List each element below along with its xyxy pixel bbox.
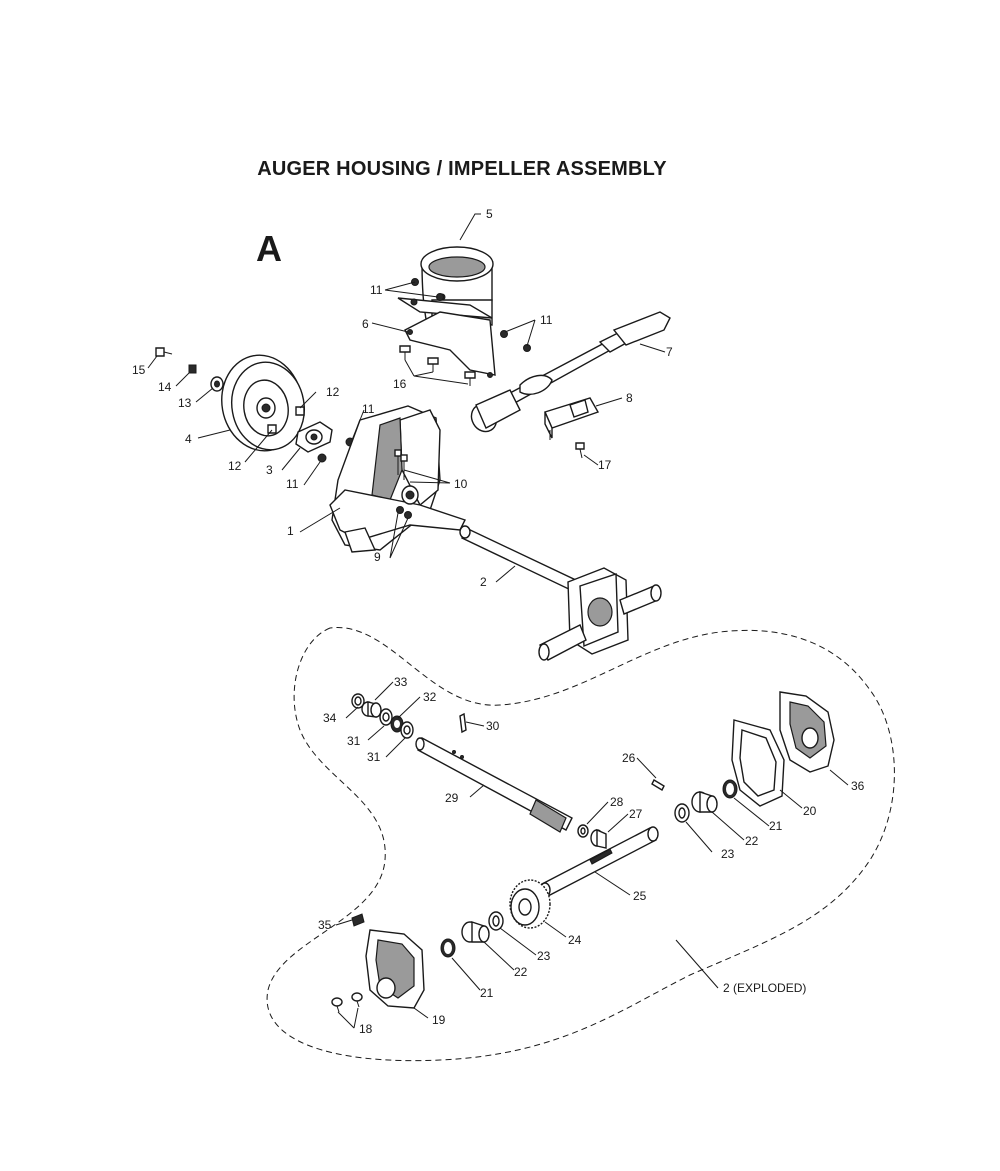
part-21-ring-a bbox=[440, 938, 456, 958]
part-22-bushing-b bbox=[691, 791, 718, 813]
part-31-washer-a bbox=[379, 708, 393, 726]
part-12-studs bbox=[267, 406, 305, 434]
part-25-shaft bbox=[539, 826, 659, 898]
part-23-washer-a bbox=[488, 911, 504, 931]
callout-18: 18 bbox=[359, 1022, 373, 1036]
callout-10: 10 bbox=[454, 477, 468, 491]
part-22-bushing-a bbox=[461, 921, 490, 943]
callout-12-bottom: 12 bbox=[228, 459, 242, 473]
callout-20: 20 bbox=[803, 804, 817, 818]
callout-labels: 5 11 11 6 7 8 15 14 13 12 11 4 12 3 11 1… bbox=[132, 207, 865, 1036]
part-27-bushing bbox=[590, 828, 607, 849]
callout-4: 4 bbox=[185, 432, 192, 446]
part-23-washer-b bbox=[674, 803, 690, 823]
callout-33: 33 bbox=[394, 675, 408, 689]
part-6-chute-flange bbox=[397, 293, 496, 378]
part-24-gear bbox=[509, 879, 551, 929]
part-36-housing-cover bbox=[779, 691, 835, 773]
callout-25: 25 bbox=[633, 889, 647, 903]
part-13-washer bbox=[210, 376, 224, 392]
callout-21-left: 21 bbox=[480, 986, 494, 1000]
part-28-washer bbox=[577, 824, 589, 838]
part-2-auger-gearbox bbox=[459, 525, 662, 661]
callout-34: 34 bbox=[323, 711, 337, 725]
callout-2: 2 bbox=[480, 575, 487, 589]
part-1-auger-housing bbox=[329, 405, 466, 553]
callout-35: 35 bbox=[318, 918, 332, 932]
part-17-screw bbox=[575, 442, 585, 459]
callout-14: 14 bbox=[158, 380, 172, 394]
part-31-washer-b bbox=[400, 721, 414, 739]
callout-30: 30 bbox=[486, 719, 500, 733]
callout-2-exploded: 2 (EXPLODED) bbox=[723, 981, 806, 995]
part-30-pin bbox=[459, 712, 467, 734]
part-15-bolt bbox=[155, 347, 173, 357]
diagram-title: AUGER HOUSING / IMPELLER ASSEMBLY bbox=[257, 158, 667, 180]
part-34-washer bbox=[351, 693, 365, 709]
callout-22-right: 22 bbox=[745, 834, 759, 848]
callout-8: 8 bbox=[626, 391, 633, 405]
callout-19: 19 bbox=[432, 1013, 446, 1027]
callout-15: 15 bbox=[132, 363, 146, 377]
callout-12-top: 12 bbox=[326, 385, 340, 399]
part-20-gasket bbox=[731, 719, 785, 807]
callout-11-housing: 11 bbox=[362, 402, 375, 416]
callout-21-right: 21 bbox=[769, 819, 783, 833]
callout-17: 17 bbox=[598, 458, 612, 472]
part-10-bolts bbox=[394, 449, 408, 480]
callout-11-chute: 11 bbox=[370, 283, 383, 297]
part-18-screws bbox=[331, 992, 363, 1013]
callout-13: 13 bbox=[178, 396, 192, 410]
callout-5: 5 bbox=[486, 207, 493, 221]
part-4-pulley bbox=[221, 354, 305, 452]
part-7-drive-shaft bbox=[470, 311, 671, 433]
part-8-bracket bbox=[544, 397, 600, 440]
part-9-nuts bbox=[396, 506, 412, 519]
callout-23-left: 23 bbox=[537, 949, 551, 963]
callout-6: 6 bbox=[362, 317, 369, 331]
callout-26: 26 bbox=[622, 751, 636, 765]
leader-lines bbox=[147, 213, 849, 1029]
part-16-bolts bbox=[399, 345, 476, 386]
section-letter: A bbox=[256, 228, 282, 269]
part-35-grease-fitting bbox=[351, 913, 365, 927]
part-19-gear-housing bbox=[365, 929, 425, 1009]
callout-31-a: 31 bbox=[347, 734, 361, 748]
callout-32: 32 bbox=[423, 690, 437, 704]
callout-11-flange: 11 bbox=[286, 477, 299, 491]
callout-36: 36 bbox=[851, 779, 865, 793]
exploded-view-boundary bbox=[266, 627, 895, 1062]
callout-23-right: 23 bbox=[721, 847, 735, 861]
part-11-nuts bbox=[317, 278, 531, 463]
callout-27: 27 bbox=[629, 807, 643, 821]
callout-29: 29 bbox=[445, 791, 459, 805]
callout-9: 9 bbox=[374, 550, 381, 564]
callout-22-left: 22 bbox=[514, 965, 528, 979]
callout-1: 1 bbox=[287, 524, 294, 538]
callout-11-right: 11 bbox=[540, 313, 553, 327]
part-32-retaining-ring bbox=[390, 715, 404, 733]
callout-28: 28 bbox=[610, 795, 624, 809]
callout-16: 16 bbox=[393, 377, 407, 391]
callout-31-b: 31 bbox=[367, 750, 381, 764]
callout-3: 3 bbox=[266, 463, 273, 477]
callout-7: 7 bbox=[666, 345, 673, 359]
part-14-nut bbox=[188, 364, 197, 374]
callout-24: 24 bbox=[568, 933, 582, 947]
part-3-bearing-flange bbox=[295, 421, 333, 453]
part-29-worm-shaft bbox=[415, 736, 573, 833]
part-26-key bbox=[651, 779, 665, 791]
part-33-bushing bbox=[361, 701, 382, 718]
part-21-ring-b bbox=[722, 779, 738, 799]
